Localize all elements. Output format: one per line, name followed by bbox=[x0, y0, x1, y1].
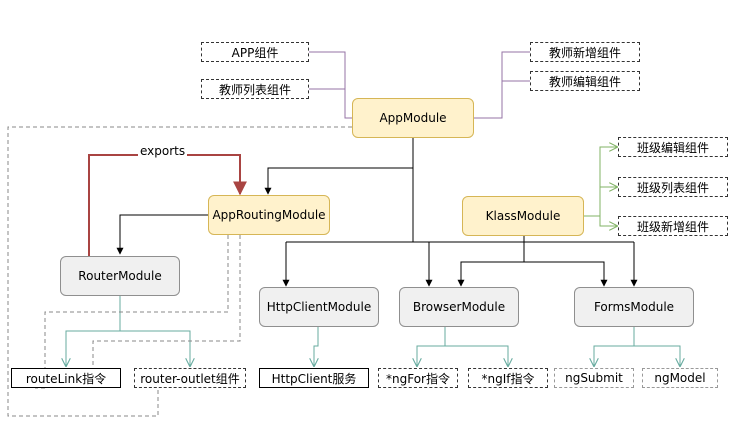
forms-module-node[interactable]: FormsModule bbox=[574, 287, 694, 327]
boundary-app-module bbox=[7, 126, 352, 417]
arrow-klass-down bbox=[457, 236, 525, 287]
boundary-routing-module bbox=[92, 235, 241, 388]
app-routing-module-node[interactable]: AppRoutingModule bbox=[208, 195, 330, 235]
app-component-links bbox=[309, 51, 530, 119]
link-ngsubmit bbox=[594, 326, 635, 366]
ngmodel-node[interactable]: ngModel bbox=[642, 368, 718, 388]
teacher-add-node[interactable]: 教师新增组件 bbox=[530, 42, 640, 62]
teacher-edit-node[interactable]: 教师编辑组件 bbox=[530, 71, 640, 91]
class-add-node[interactable]: 班级新增组件 bbox=[618, 216, 728, 236]
link-teacher-add bbox=[474, 51, 530, 119]
teacher-list-node[interactable]: 教师列表组件 bbox=[201, 79, 309, 99]
browser-module-node[interactable]: BrowserModule bbox=[399, 287, 519, 327]
klass-component-links bbox=[584, 147, 617, 226]
exports-label: exports bbox=[138, 144, 188, 158]
class-list-node[interactable]: 班级列表组件 bbox=[618, 177, 728, 197]
link-class-add bbox=[584, 215, 617, 226]
class-edit-node[interactable]: 班级编辑组件 bbox=[618, 137, 728, 157]
link-ngmodel bbox=[634, 345, 680, 366]
link-httpclient-service bbox=[314, 326, 319, 366]
router-module-node[interactable]: RouterModule bbox=[60, 256, 180, 296]
arrow-klass-to-forms bbox=[524, 261, 608, 287]
link-ngif bbox=[445, 345, 508, 366]
router-outlet-node[interactable]: router-outlet组件 bbox=[134, 368, 246, 388]
route-link-node[interactable]: routeLink指令 bbox=[11, 368, 121, 388]
import-arrows bbox=[116, 138, 638, 287]
ngif-node[interactable]: *ngIf指令 bbox=[468, 368, 548, 388]
arrow-routing-to-router bbox=[116, 214, 208, 255]
httpclient-module-node[interactable]: HttpClientModule bbox=[259, 287, 379, 327]
link-app-component bbox=[309, 51, 352, 119]
ngsubmit-node[interactable]: ngSubmit bbox=[554, 368, 634, 388]
klass-module-node[interactable]: KlassModule bbox=[462, 196, 584, 236]
link-class-edit bbox=[584, 147, 617, 217]
app-component-node[interactable]: APP组件 bbox=[201, 42, 309, 62]
app-module-node[interactable]: AppModule bbox=[352, 98, 474, 138]
httpclient-service-node[interactable]: HttpClient服务 bbox=[259, 368, 369, 388]
link-router-outlet bbox=[120, 330, 190, 366]
ngfor-node[interactable]: *ngFor指令 bbox=[378, 368, 458, 388]
link-ngfor bbox=[417, 326, 446, 366]
link-route-link bbox=[66, 296, 121, 366]
boundary-routing-module-inner bbox=[35, 235, 229, 389]
arrow-app-to-routing bbox=[264, 138, 414, 195]
provided-item-links bbox=[66, 296, 680, 366]
boundary-lines bbox=[7, 126, 352, 417]
